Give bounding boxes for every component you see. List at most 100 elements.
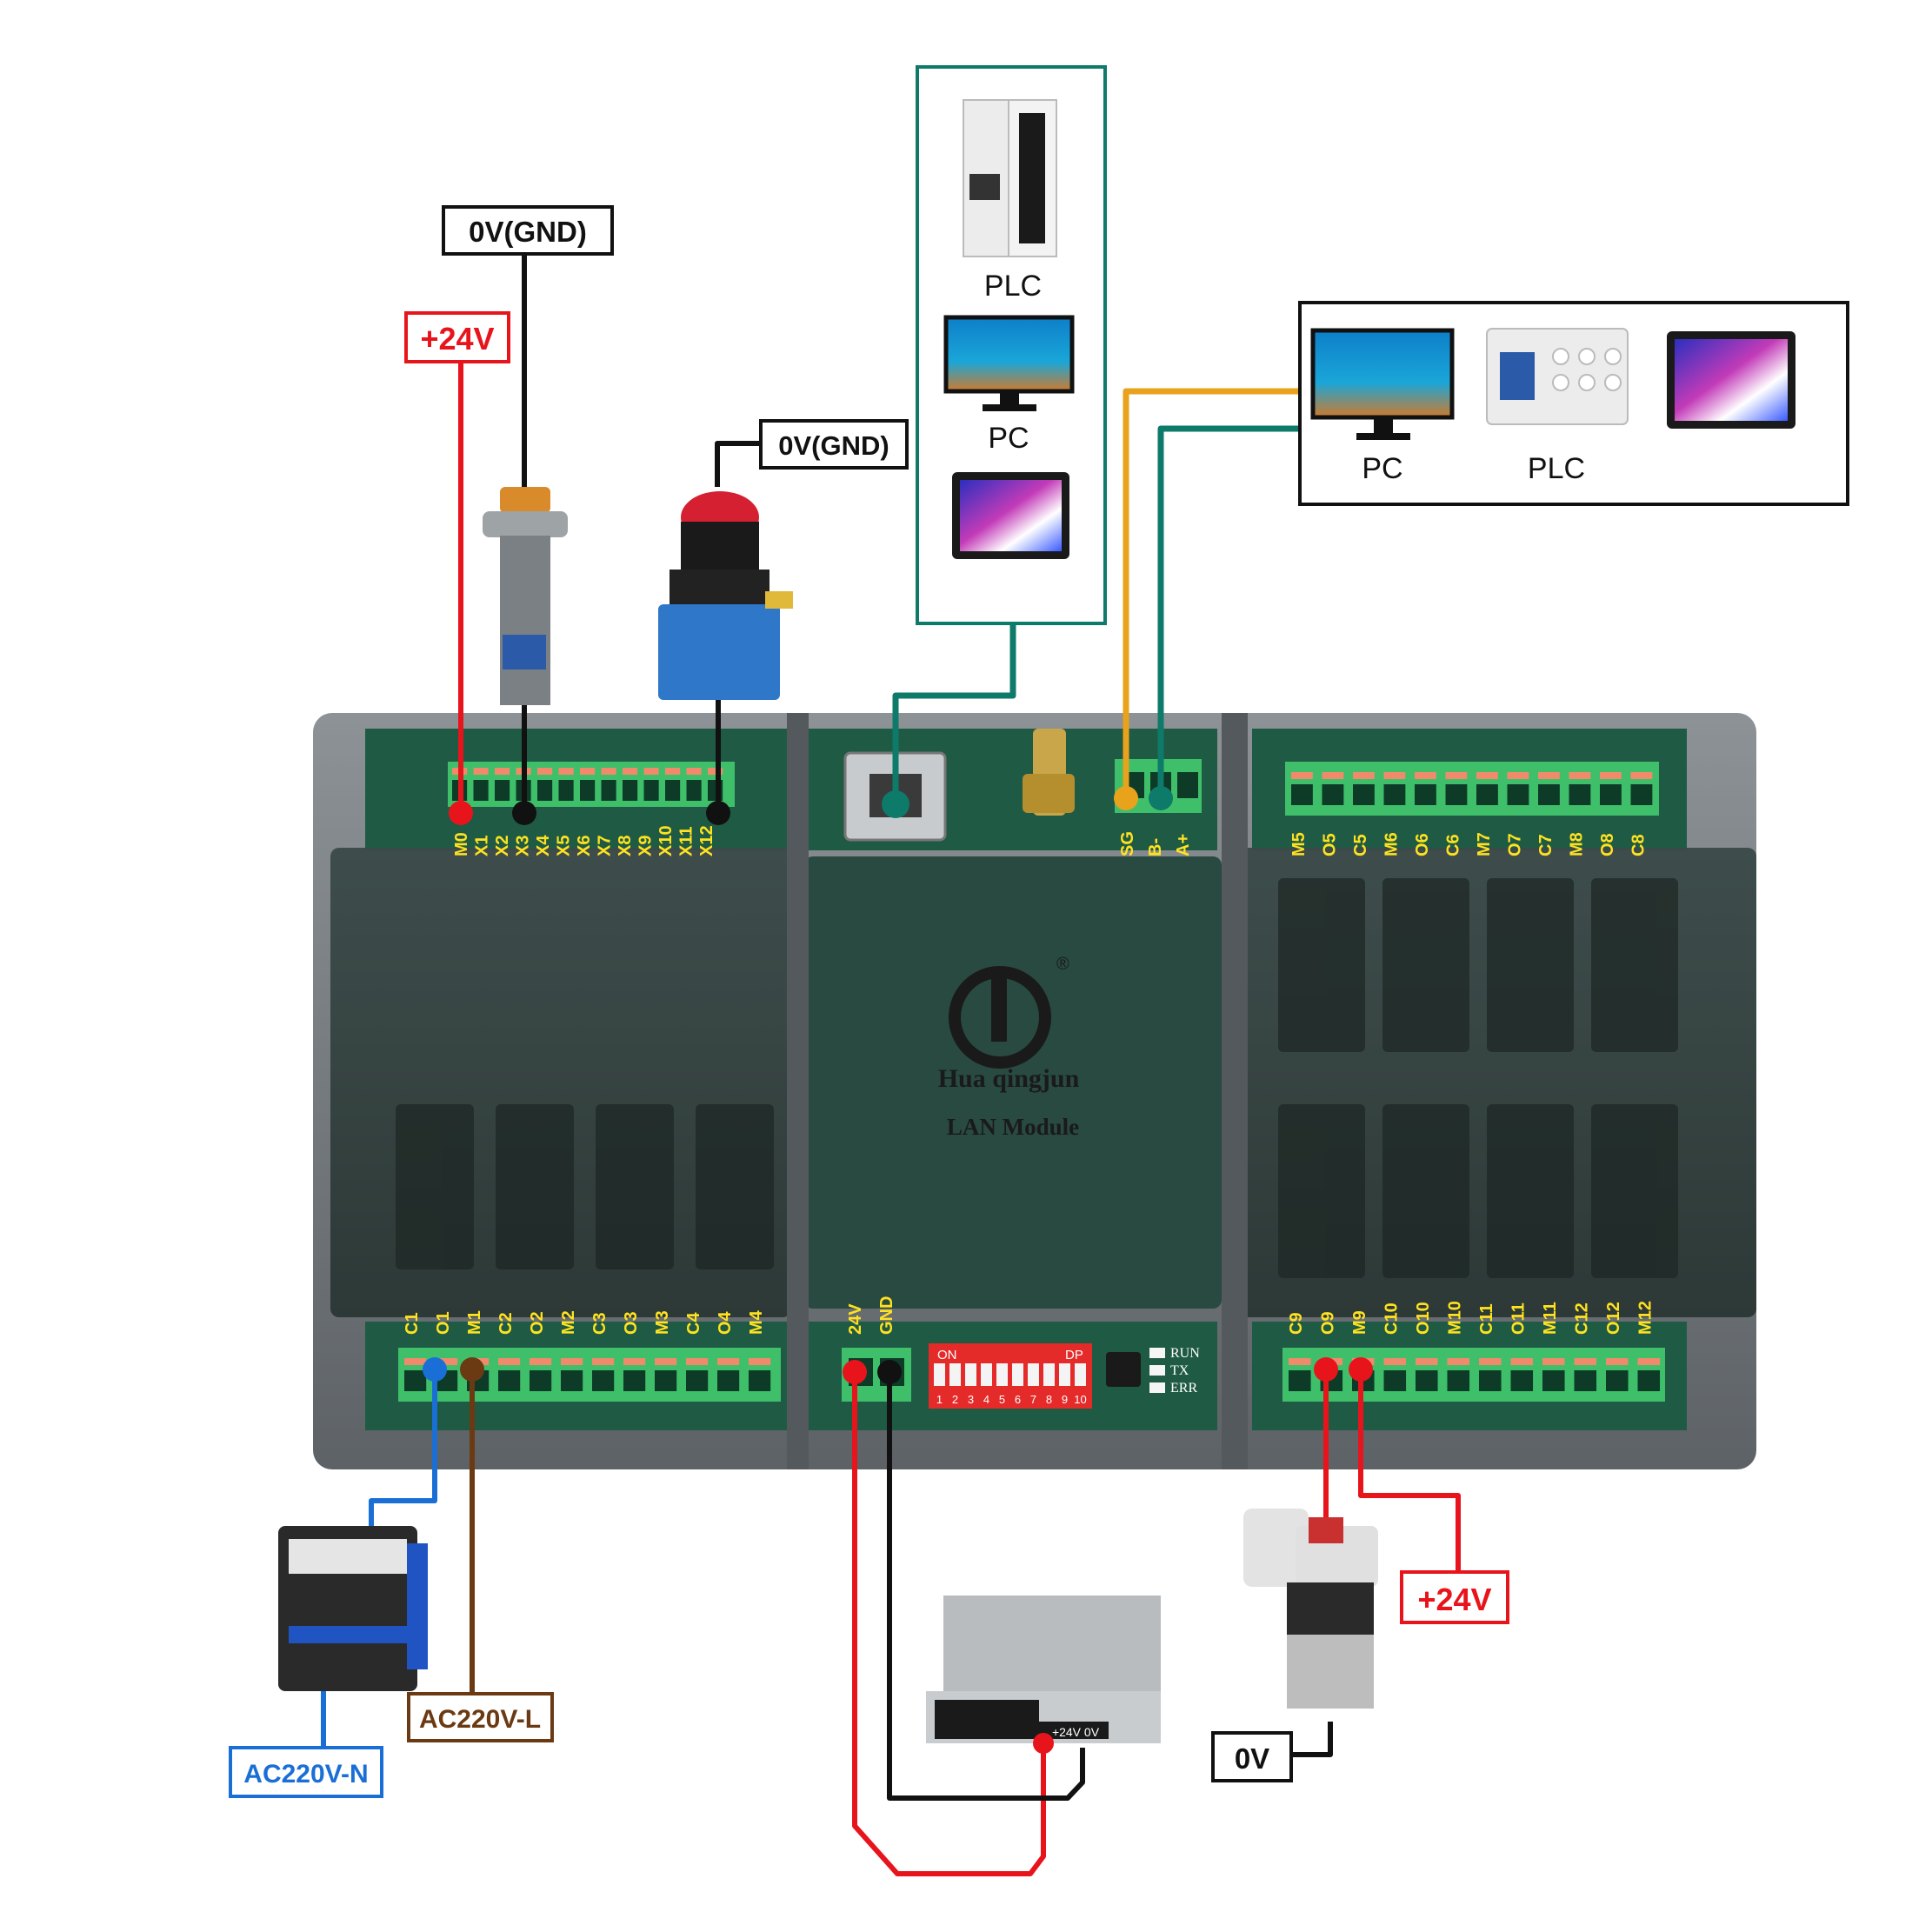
pin-label-c6: C6 (1444, 834, 1463, 856)
dip-number: 7 (1030, 1393, 1036, 1406)
terminal-lever (1630, 772, 1653, 779)
terminal-hole (1569, 784, 1591, 805)
terminal-hole (1507, 784, 1529, 805)
pin-label-m11: M11 (1541, 1302, 1560, 1335)
terminal-hole (1383, 1370, 1407, 1391)
terminal-lever (601, 768, 616, 775)
terminal-hole (404, 1370, 427, 1391)
terminal-lever (1507, 772, 1529, 779)
solenoid-valve-icon (1243, 1509, 1378, 1709)
reset-button[interactable] (1106, 1352, 1141, 1387)
terminal-lever (1416, 1358, 1438, 1365)
dip-switch-lever[interactable] (934, 1363, 945, 1386)
pin-label-c11: C11 (1477, 1303, 1496, 1335)
dip-switch-lever[interactable] (1012, 1363, 1023, 1386)
terminal-hole (1637, 1370, 1661, 1391)
touchscreen-icon (952, 472, 1069, 559)
dip-switch-lever[interactable] (996, 1363, 1008, 1386)
pin-label-c7: C7 (1536, 834, 1556, 856)
rs485-device-group: PC PLC (1298, 301, 1849, 506)
pin-label-x8: X8 (616, 836, 635, 856)
terminal-hole (1542, 1370, 1565, 1391)
terminal-hole (1415, 784, 1436, 805)
pin-label-o10: O10 (1414, 1302, 1433, 1335)
wire-rs485-sg (1123, 388, 1300, 798)
dip-switch-lever[interactable] (949, 1363, 961, 1386)
registered-mark: ® (1056, 955, 1069, 974)
terminal-hole (1416, 1370, 1438, 1391)
pc-monitor-icon-2 (1310, 328, 1455, 440)
terminal-lever (749, 1358, 771, 1365)
cover-middle (804, 856, 1222, 1309)
pin-label-gnd: GND (877, 1296, 896, 1335)
terminal-lever (1289, 1358, 1311, 1365)
terminal-lever (1383, 1358, 1407, 1365)
terminal-hole (1322, 784, 1344, 805)
terminal-hole (558, 780, 574, 801)
terminal-hole (686, 1370, 709, 1391)
wire-gnd-button (715, 441, 761, 487)
pin-label-b: B- (1146, 838, 1165, 856)
label-gnd-button-box: 0V(GND) (759, 419, 909, 470)
terminal-lever (1353, 772, 1375, 779)
pin-label-o1: O1 (434, 1311, 453, 1335)
terminal-hole (1447, 1370, 1470, 1391)
rs485-item-pc: PC (1362, 452, 1402, 485)
pin-label-m5: M5 (1289, 832, 1309, 856)
dip-on-label: ON (937, 1348, 957, 1362)
relay-terminal-bottom-right (1282, 1348, 1665, 1402)
dip-switch-lever[interactable] (965, 1363, 976, 1386)
brand-name: Hua qingjun (938, 1064, 1080, 1093)
pin-label-c3: C3 (590, 1312, 610, 1335)
wires (321, 252, 1461, 1876)
pin-label-o4: O4 (716, 1310, 735, 1335)
pin-label-o9: O9 (1319, 1311, 1338, 1335)
terminal-lever (686, 768, 702, 775)
label-ac220-n: AC220V-N (243, 1760, 368, 1789)
antenna-connector (1023, 729, 1075, 816)
terminal-lever (530, 1358, 552, 1365)
wire-psu-24v (852, 1372, 1046, 1876)
wire-rs485-b (1157, 425, 1300, 798)
terminal-hole (1289, 1370, 1311, 1391)
pin-label-m8: M8 (1568, 832, 1587, 856)
terminal-hole (655, 1370, 677, 1391)
pin-label-o11: O11 (1509, 1302, 1529, 1335)
relay-terminal-bottom-left (398, 1348, 781, 1402)
terminal-lever (580, 768, 596, 775)
dip-switch-lever[interactable] (981, 1363, 992, 1386)
dip-switch-lever[interactable] (1075, 1363, 1086, 1386)
terminal-lever (643, 768, 659, 775)
pin-label-o5: O5 (1321, 833, 1340, 856)
push-button-icon (658, 491, 793, 700)
dip-switch-lever[interactable] (1059, 1363, 1070, 1386)
terminal-lever (1322, 772, 1344, 779)
terminal-lever (1291, 772, 1313, 779)
plc-icon (963, 99, 1057, 257)
terminal-hole (495, 780, 510, 801)
input-terminal-block (448, 762, 735, 807)
terminal-lever (665, 768, 681, 775)
dip-switch-lever[interactable] (1043, 1363, 1055, 1386)
pin-label-x10: X10 (656, 825, 676, 856)
pin-label-x4: X4 (534, 835, 553, 856)
dip-switch-lever[interactable] (1028, 1363, 1039, 1386)
dip-number: 2 (952, 1393, 958, 1406)
terminal-hole (1383, 784, 1406, 805)
led-run-icon (1149, 1348, 1165, 1358)
terminal-hole (592, 1370, 615, 1391)
terminal-lever (1538, 772, 1560, 779)
terminal-lever (717, 1358, 740, 1365)
terminal-lever (686, 1358, 709, 1365)
pin-label-c2: C2 (496, 1312, 516, 1335)
pin-label-24v: 24V (846, 1303, 865, 1335)
rj45-item-pc: PC (988, 422, 1029, 455)
pin-label-m10: M10 (1446, 1301, 1465, 1335)
terminal-lever (1569, 772, 1591, 779)
relay-shadows (396, 878, 1678, 1278)
